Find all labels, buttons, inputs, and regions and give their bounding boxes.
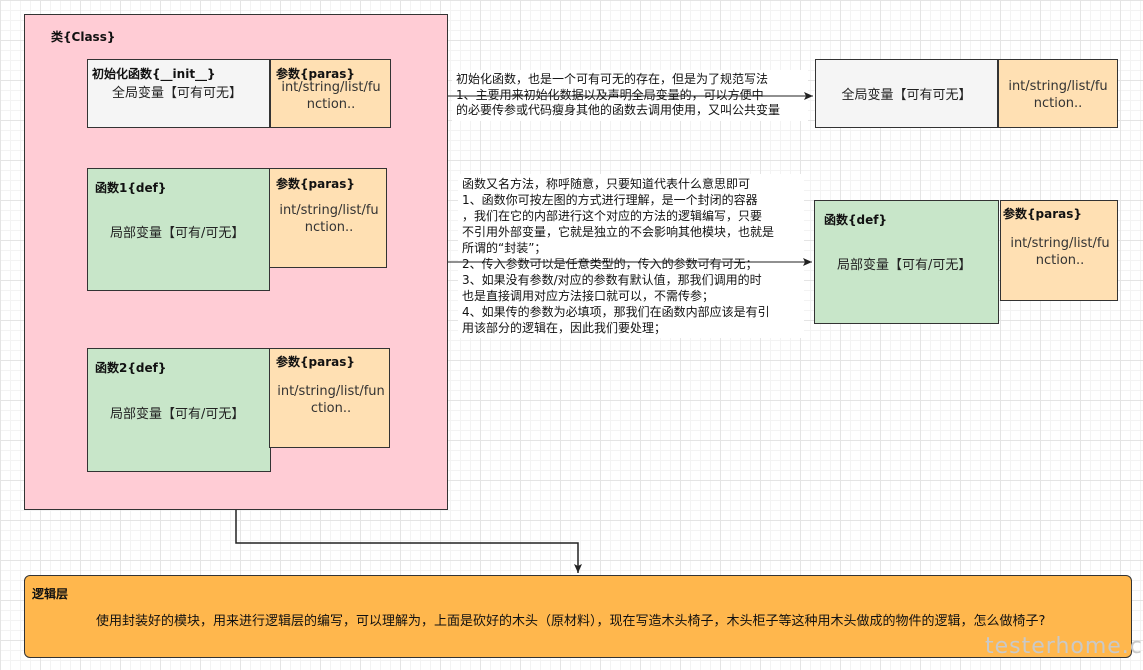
init-note-line: 初始化函数，也是一个可有可无的存在，但是为了规范写法 [456, 72, 769, 86]
func1-title: 函数1{def} [95, 181, 167, 195]
func-note-line: 不引用外部变量，它就是独立的不会影响其他模块，也就是 [462, 225, 775, 239]
func-note-line: 4、如果传的参数为必填项，那我们在函数内部应该是有引 [462, 305, 770, 319]
init-param-title: 参数{paras} [276, 67, 355, 81]
func-note-line: 所谓的“封装”； [462, 241, 547, 255]
class-title: 类{Class} [51, 30, 116, 44]
func-right-box [814, 200, 999, 324]
func-note-line: 函数又名方法，称呼随意，只要知道代表什么意思即可 [462, 177, 751, 191]
func-right-param-title: 参数{paras} [1003, 207, 1082, 221]
init-box [87, 59, 270, 128]
init-note-line: 1、主要用来初始化数据以及声明全局变量的，可以方便中 [456, 87, 764, 102]
func2-param-title: 参数{paras} [276, 355, 355, 369]
logic-layer-box [24, 575, 1132, 658]
func-right-param-body: int/string/list/function.. [1010, 236, 1110, 268]
init-note: 初始化函数，也是一个可有可无的存在，但是为了规范写法 1、主要用来初始化数据以及… [452, 70, 808, 121]
func1-body: 局部变量【可有/可无】 [110, 226, 245, 241]
global-param-body: int/string/list/function.. [1008, 79, 1108, 111]
init-title: 初始化函数{__init__} [92, 67, 216, 81]
logic-layer-body: 使用封装好的模块，用来进行逻辑层的编写，可以理解为，上面是砍好的木头（原材料），… [96, 614, 1046, 629]
func1-box [87, 168, 270, 291]
func-right-title: 函数{def} [824, 213, 888, 227]
func-note-line: 用该部分的逻辑在，因此我们要处理； [462, 321, 667, 335]
init-body: 全局变量【可有可无】 [112, 86, 243, 101]
func-note-line: 3、如果没有参数/对应的参数有默认值，那我们调用的时 [462, 273, 762, 287]
func-note-line: 也是直接调用对应方法接口就可以，不需传参； [462, 289, 715, 303]
func1-param-title: 参数{paras} [276, 177, 355, 191]
func-note-line: 2、传入参数可以是任意类型的，传入的参数可有可无； [462, 257, 758, 271]
func2-title: 函数2{def} [95, 361, 167, 375]
logic-layer-title: 逻辑层 [32, 587, 69, 601]
global-var-label: 全局变量【可有可无】 [841, 88, 972, 103]
func-right-param-box [1000, 200, 1118, 301]
global-var-box: 全局变量【可有可无】 [815, 59, 998, 128]
init-param-body: int/string/list/function.. [281, 80, 381, 112]
global-param-box [998, 59, 1118, 128]
func2-param-body: int/string/list/function.. [277, 384, 385, 416]
init-param-box [270, 59, 391, 128]
func1-param-body: int/string/list/function.. [279, 203, 379, 235]
watermark: testerhome.com [985, 634, 1143, 659]
func-right-body: 局部变量【可有/可无】 [837, 258, 972, 273]
init-note-line: 的必要传参或代码瘦身其他的函数去调用使用，又叫公共变量 [456, 103, 781, 118]
func2-param-box [269, 348, 390, 448]
func-note-line: ，我们在它的内部进行这个对应的方法的逻辑编写，只要 [462, 209, 763, 223]
func2-box [87, 348, 271, 472]
func2-body: 局部变量【可有/可无】 [110, 407, 245, 422]
logic-connector [235, 510, 582, 573]
func-note-line: 1、函数你可按左图的方式进行理解，是一个封闭的容器 [462, 193, 758, 207]
func1-param-box [269, 168, 387, 268]
func-note: 函数又名方法，称呼随意，只要知道代表什么意思即可 1、函数你可按左图的方式进行理… [458, 174, 804, 338]
